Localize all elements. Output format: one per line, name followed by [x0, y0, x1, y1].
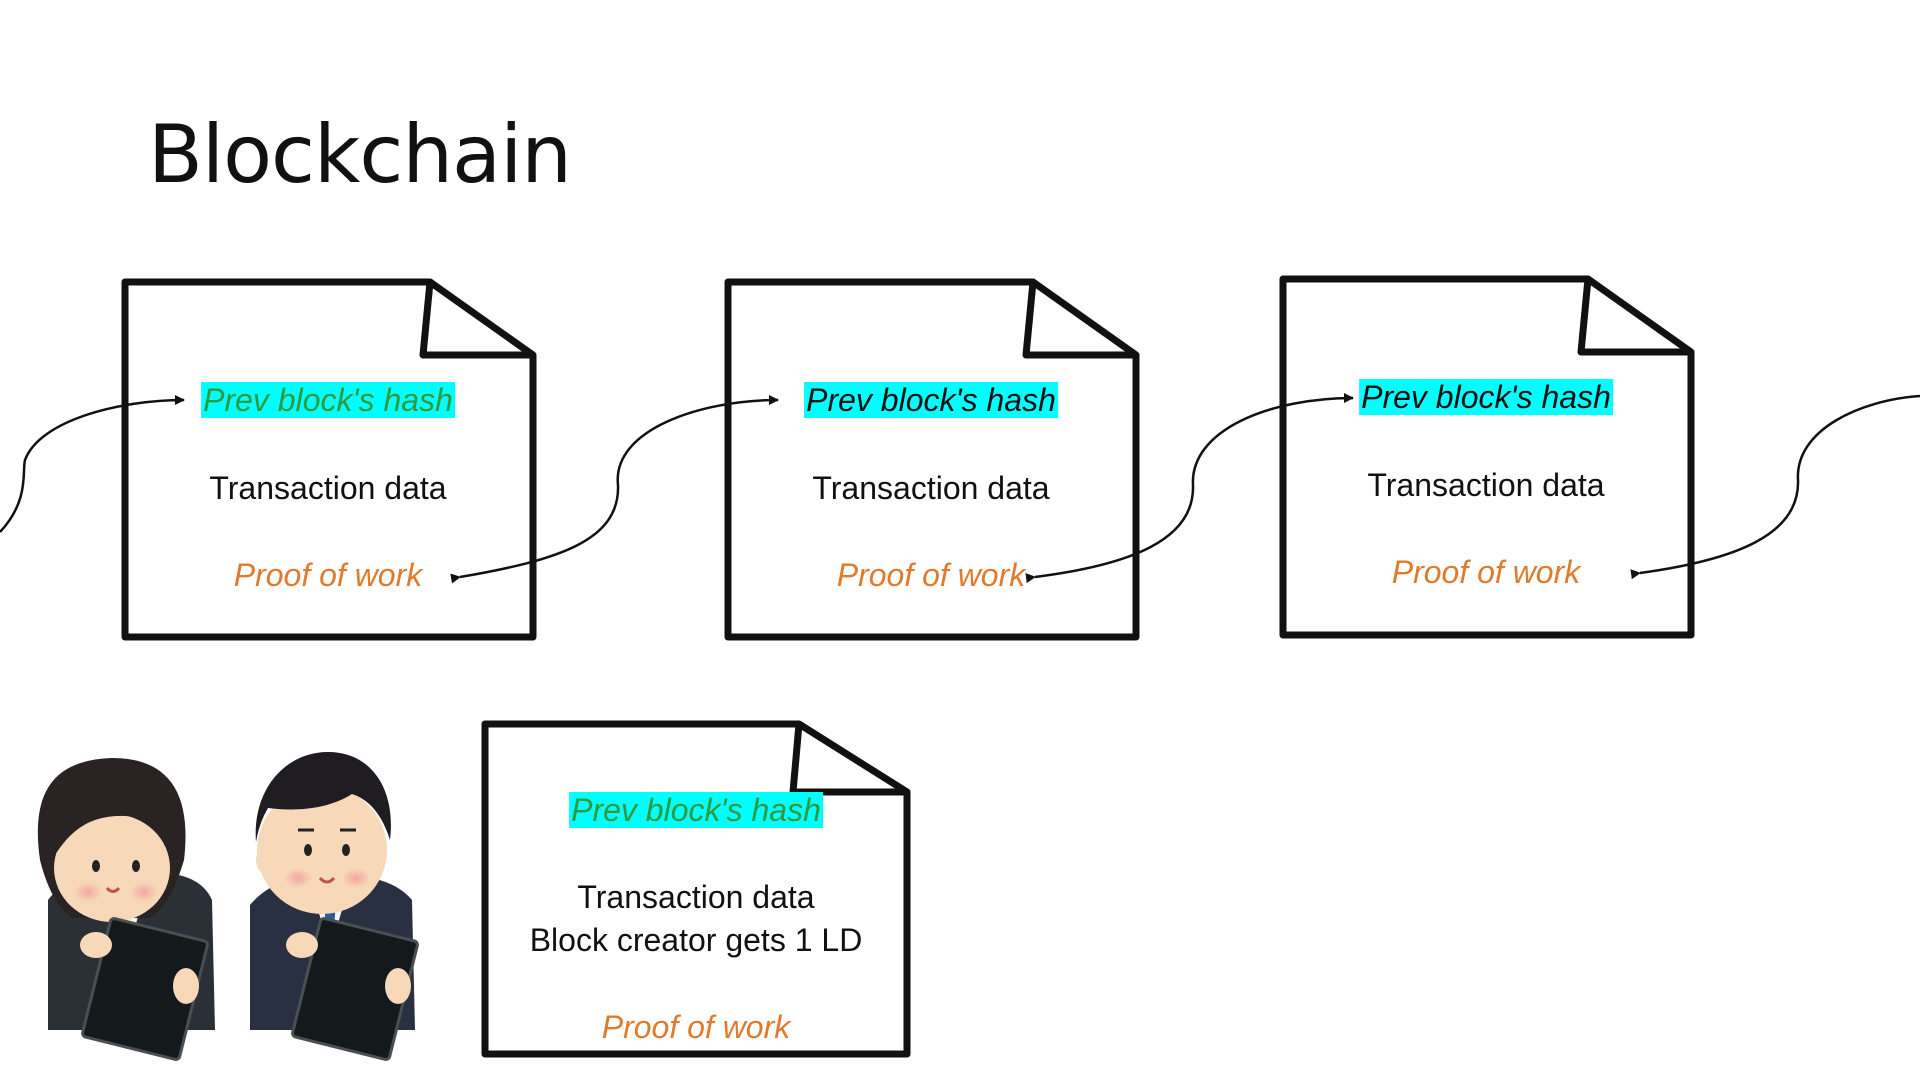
link-arrow-block1-to-block2	[450, 395, 779, 584]
outgoing-hash-arrow	[1630, 394, 1920, 580]
incoming-hash-arrow	[0, 395, 185, 533]
new-block-prev-hash: Prev block's hash	[569, 790, 823, 832]
block-2-prev-hash-label: Prev block's hash	[804, 382, 1058, 418]
block-2-transaction-data: Transaction data	[812, 470, 1050, 506]
block-1-proof-of-work: Proof of work	[233, 557, 423, 593]
block-1-prev-hash: Prev block's hash	[201, 380, 455, 422]
new-block-reward: Block creator gets 1 LD	[529, 922, 863, 958]
block-3-transaction-data: Transaction data	[1367, 467, 1605, 503]
new-block-proof-of-work: Proof of work	[601, 1009, 791, 1045]
block-1-transaction-data: Transaction data	[209, 470, 447, 506]
block-3-prev-hash-label: Prev block's hash	[1359, 379, 1613, 415]
slide-title: Blockchain	[148, 108, 572, 201]
block-2-prev-hash: Prev block's hash	[804, 380, 1058, 422]
businesswoman-with-tablet-icon	[37, 758, 215, 1061]
block-3-prev-hash: Prev block's hash	[1359, 377, 1613, 419]
block-1-prev-hash-label: Prev block's hash	[201, 382, 455, 418]
new-block-transaction-data: Transaction data	[577, 879, 815, 915]
block-2-proof-of-work: Proof of work	[836, 557, 1026, 593]
block-3-proof-of-work: Proof of work	[1391, 554, 1581, 590]
new-block-prev-hash-label: Prev block's hash	[569, 792, 823, 828]
link-arrow-block2-to-block3	[1025, 393, 1354, 584]
businessman-with-tablet-icon	[250, 752, 419, 1061]
